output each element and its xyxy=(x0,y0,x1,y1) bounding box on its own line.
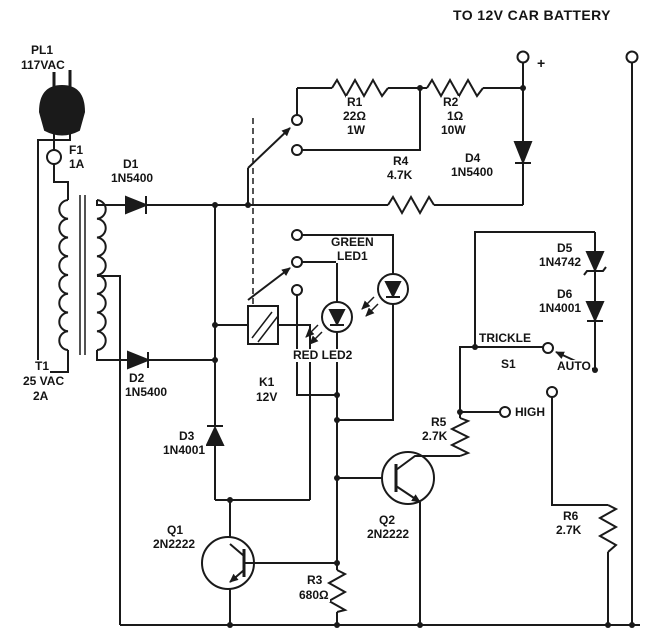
label-d5-value: 1N4742 xyxy=(538,255,583,269)
diode-d3-symbol xyxy=(205,425,225,446)
label-k1-value: 12V xyxy=(255,390,279,404)
diode-d6-symbol xyxy=(585,301,605,323)
label-d3-name: D3 xyxy=(178,429,196,443)
led2-red-symbol xyxy=(305,301,353,345)
label-r1-name: R1 xyxy=(346,95,364,109)
zener-diode-d5-symbol xyxy=(583,251,607,276)
label-s1-high: HIGH xyxy=(514,405,546,419)
label-r4-name: R4 xyxy=(392,154,410,168)
label-r5-name: R5 xyxy=(430,415,448,429)
label-d1-value: 1N5400 xyxy=(110,171,155,185)
label-q2-value: 2N2222 xyxy=(366,527,411,541)
wire-network xyxy=(37,62,640,626)
label-d4-value: 1N5400 xyxy=(450,165,495,179)
label-pl1-value: 117VAC xyxy=(20,58,66,72)
label-s1-name: S1 xyxy=(500,357,517,371)
label-r4-value: 4.7K xyxy=(386,168,414,182)
label-d2-name: D2 xyxy=(128,371,146,385)
diode-d4-symbol xyxy=(513,141,533,165)
label-r5-value: 2.7K xyxy=(421,429,449,443)
resistor-r2-symbol xyxy=(426,77,484,99)
positive-terminal xyxy=(516,50,530,64)
transistor-q1-symbol xyxy=(201,536,255,590)
label-r2-value2: 10W xyxy=(440,123,467,137)
label-s1-auto: AUTO xyxy=(556,359,592,373)
transistor-q2-symbol xyxy=(381,451,460,505)
label-d2-value: 1N5400 xyxy=(124,385,169,399)
label-r2-name: R2 xyxy=(442,95,460,109)
label-r3-name: R3 xyxy=(306,573,324,587)
label-led2: RED LED2 xyxy=(292,348,354,362)
label-r1-value1: 22Ω xyxy=(342,109,367,123)
diode-d1-symbol xyxy=(125,195,149,215)
negative-terminal xyxy=(625,50,639,64)
resistor-r1-symbol xyxy=(331,77,389,99)
label-r1-value2: 1W xyxy=(346,123,366,137)
fuse-f1-symbol xyxy=(46,149,62,165)
label-f1-name: F1 xyxy=(68,143,85,157)
label-q1-name: Q1 xyxy=(166,523,185,537)
diode-d2-symbol xyxy=(127,350,151,370)
label-q1-value: 2N2222 xyxy=(152,537,197,551)
relay-k1-symbol xyxy=(247,114,303,345)
ac-plug-pl1-symbol xyxy=(38,70,86,136)
label-t1-value1: 25 VAC xyxy=(22,374,66,388)
resistor-r4-symbol xyxy=(387,194,435,216)
label-t1-name: T1 xyxy=(34,359,51,373)
label-led1-color: GREEN xyxy=(330,235,375,249)
label-r6-name: R6 xyxy=(562,509,580,523)
resistor-r3-symbol xyxy=(326,569,348,613)
label-d1-name: D1 xyxy=(122,157,140,171)
label-f1-value: 1A xyxy=(68,157,86,171)
label-pl1-name: PL1 xyxy=(30,43,55,57)
resistor-r6-symbol xyxy=(597,504,619,553)
label-d6-value: 1N4001 xyxy=(538,301,583,315)
label-r3-value: 680Ω xyxy=(298,588,330,602)
label-s1-trickle: TRICKLE xyxy=(478,331,532,345)
label-r6-value: 2.7K xyxy=(555,523,583,537)
label-d4-name: D4 xyxy=(464,151,482,165)
label-t1-value2: 2A xyxy=(32,389,50,403)
positive-sign-label: + xyxy=(536,55,547,71)
led1-green-symbol xyxy=(361,273,409,317)
label-d6-name: D6 xyxy=(556,287,574,301)
junction-dots xyxy=(212,85,635,628)
transformer-t1-symbol xyxy=(58,195,107,355)
resistor-r5-symbol xyxy=(449,417,471,457)
label-d5-name: D5 xyxy=(556,241,574,255)
label-r2-value1: 1Ω xyxy=(446,109,465,123)
label-d3-value: 1N4001 xyxy=(162,443,207,457)
battery-terminals xyxy=(516,50,639,64)
label-q2-name: Q2 xyxy=(378,513,397,527)
battery-connection-label: TO 12V CAR BATTERY xyxy=(452,7,612,23)
label-led1-name: LED1 xyxy=(336,249,369,263)
label-k1-name: K1 xyxy=(258,375,276,389)
